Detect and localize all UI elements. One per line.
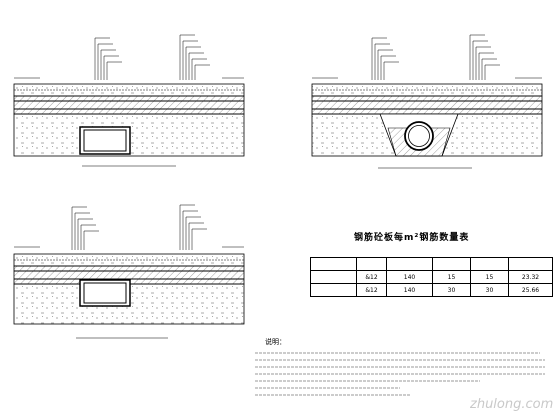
table-header-cell xyxy=(432,257,471,271)
section-detail-1 xyxy=(13,34,245,167)
table-cell: 15 xyxy=(432,270,471,284)
table-cell: 25.66 xyxy=(508,283,553,297)
section-detail-2 xyxy=(311,34,543,169)
table-cell: 15 xyxy=(470,270,509,284)
notes-lines xyxy=(255,352,545,396)
rebar-table-title: 钢筋砼板每m²钢筋数量表 xyxy=(354,233,470,243)
table-header-cell xyxy=(508,257,553,271)
table-cell: 140 xyxy=(386,283,433,297)
section-detail-3 xyxy=(13,204,245,339)
table-header-cell xyxy=(386,257,433,271)
table-cell: 30 xyxy=(432,283,471,297)
table-cell xyxy=(310,270,357,284)
leader-lines xyxy=(94,34,210,80)
table-cell: 140 xyxy=(386,270,433,284)
leader-lines xyxy=(371,34,500,80)
table-cell: &12 xyxy=(356,283,387,297)
table-header-row xyxy=(310,257,553,271)
leader-lines xyxy=(71,204,207,250)
table-row: &12 140 15 15 23.32 xyxy=(310,270,553,284)
table-row: &12 140 30 30 25.66 xyxy=(310,283,553,297)
table-header-cell xyxy=(356,257,387,271)
table-header-cell xyxy=(310,257,357,271)
table-header-cell xyxy=(470,257,509,271)
table-cell: &12 xyxy=(356,270,387,284)
watermark: zhulong.com xyxy=(470,397,554,412)
table-cell xyxy=(310,283,357,297)
table-cell: 30 xyxy=(470,283,509,297)
table-cell: 23.32 xyxy=(508,270,553,284)
notes-title: 说明： xyxy=(265,338,286,346)
rebar-quantity-table: &12 140 15 15 23.32 &12 140 30 30 25.66 xyxy=(310,257,553,297)
